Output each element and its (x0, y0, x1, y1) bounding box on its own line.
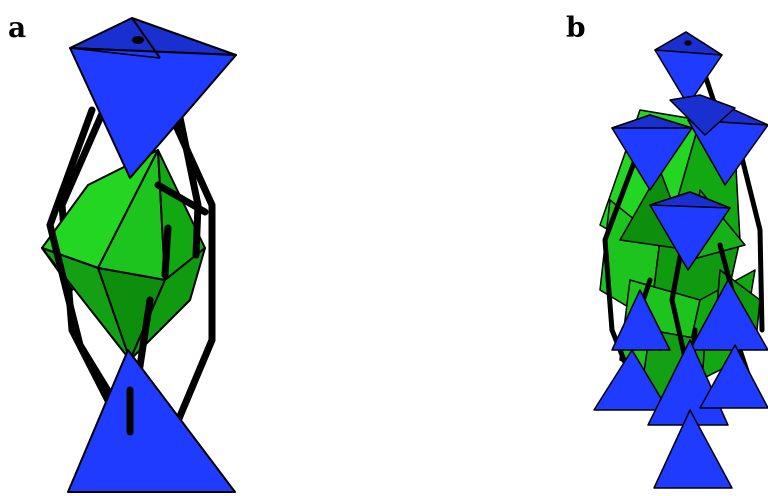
top-tetrahedron-face-front (69, 47, 237, 179)
tetrahedra-up (593, 279, 768, 489)
bottom-tetrahedron (67, 349, 236, 493)
top-tetrahedron (69, 17, 237, 179)
panel-label-a: a (8, 11, 27, 44)
panel-label-b: b (566, 11, 586, 44)
tetrahedron-b-5 (611, 289, 671, 351)
panel-b-structure (593, 31, 768, 489)
tetrahedron-b-6 (689, 279, 768, 351)
tetrahedron-b-9 (699, 344, 768, 409)
tetrahedron-b-10 (653, 409, 733, 489)
panel-a-structure (41, 17, 237, 493)
tetrahedron-b-7 (593, 349, 669, 411)
frame-rods-front (46, 104, 209, 436)
top-tetrahedron-hole (132, 36, 144, 44)
bottom-tetrahedron-face (67, 349, 236, 493)
tetrahedra-down (611, 31, 768, 271)
